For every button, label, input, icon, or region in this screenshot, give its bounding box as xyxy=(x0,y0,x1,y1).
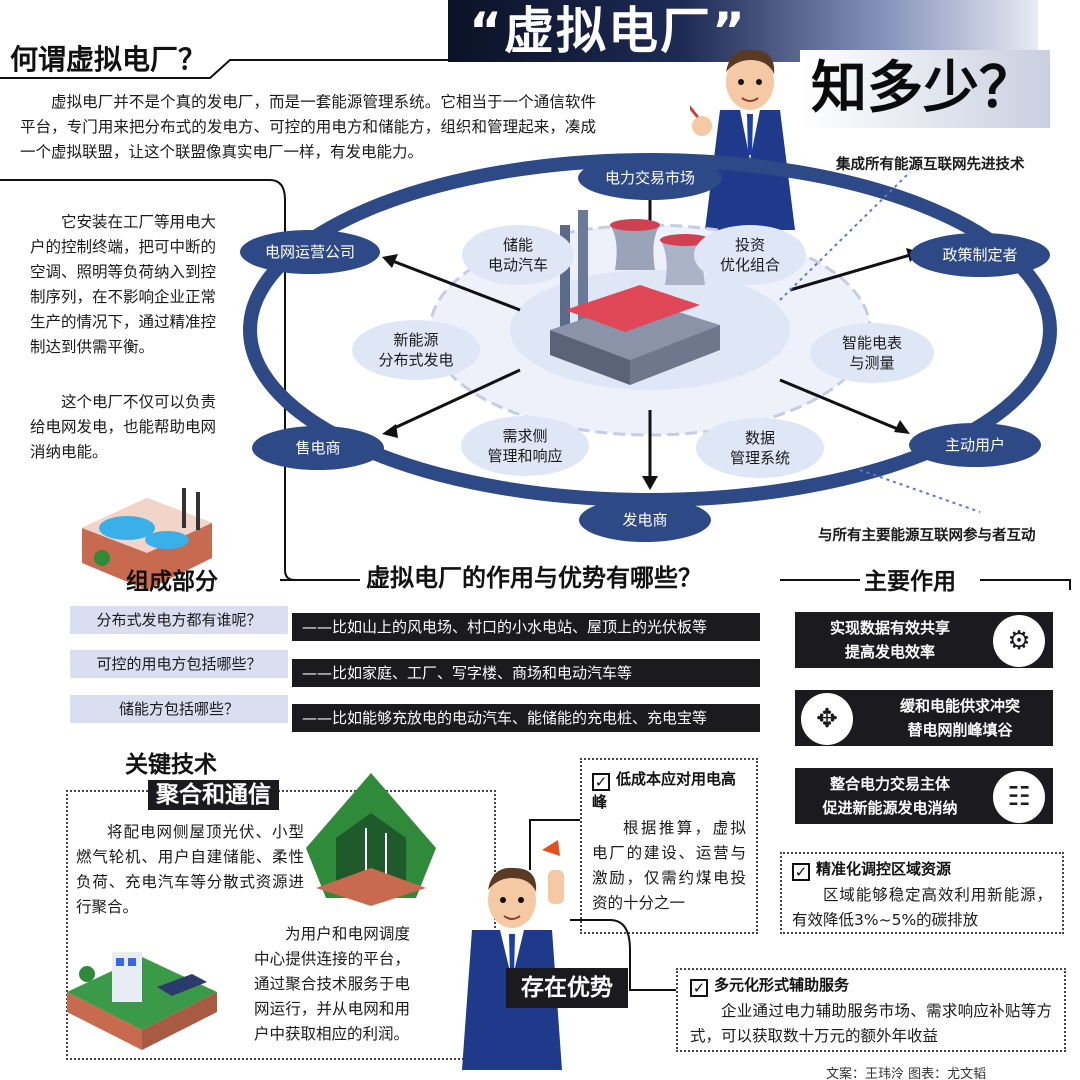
svg-text:售电商: 售电商 xyxy=(295,439,340,457)
tie xyxy=(747,114,753,155)
ecosystem-diagram: 电力交易市场 电网运营公司 政策制定者 售电商 主动用户 发电商 储能 电动汽车… xyxy=(240,153,1057,542)
advantage-precise-control: ✓精准化调控区域资源 区域能够稳定高效利用新能源，有效降低3%~5%的碳排放 xyxy=(780,852,1064,934)
connector-lines xyxy=(0,179,296,581)
note-interaction: 与所有主要能源互联网参与者互动 xyxy=(818,528,1036,544)
face xyxy=(726,54,774,110)
node-active-user: 主动用户 xyxy=(909,423,1041,467)
node-electricity-retailer: 售电商 xyxy=(252,426,384,470)
note-arrow-bottom xyxy=(859,469,981,513)
advantages-heading: 存在优势 xyxy=(506,968,628,1008)
tech-subheading: 聚合和通信 xyxy=(148,780,279,810)
tech-heading: 关键技术 xyxy=(125,752,217,778)
section2-underline xyxy=(280,579,1071,590)
city-solar-illustration xyxy=(67,952,217,1050)
definition-text: 虚拟电厂并不是个真的发电厂，而是一套能源管理系统。它相当于一个通信软件平台，专门… xyxy=(20,93,596,161)
components-heading: 组成部分 xyxy=(126,569,218,595)
node-grid-operator: 电网运营公司 xyxy=(240,230,380,274)
puzzle-icon: ✥ xyxy=(801,693,853,745)
hydro-solar-illustration xyxy=(82,488,212,590)
hair xyxy=(726,49,775,74)
svg-text:智能电表: 智能电表 xyxy=(842,334,902,352)
component-question-generation: 分布式发电方都有谁呢？ xyxy=(70,606,288,634)
meeting-icon: ☷ xyxy=(993,771,1045,823)
page-title: “虚拟电厂” xyxy=(469,2,747,60)
component-question-storage: 储能方包括哪些？ xyxy=(70,695,288,723)
node-investment-optimization: 投资 优化组合 xyxy=(694,225,806,285)
function-peak-shaving: ✥ 缓和电能供求冲突 替电网削峰填谷 xyxy=(795,690,1053,746)
svg-text:数据: 数据 xyxy=(745,429,775,447)
functions-heading: 主要作用 xyxy=(864,569,956,595)
component-answer-generation: ——比如山上的风电场、村口的小水电站、屋顶上的光伏板等 xyxy=(292,613,760,641)
svg-text:管理和响应: 管理和响应 xyxy=(487,447,562,465)
gear-icon: ⚙ xyxy=(993,615,1045,667)
svg-text:政策制定者: 政策制定者 xyxy=(942,246,1017,264)
node-power-generator: 发电商 xyxy=(579,498,711,542)
component-answer-consumption: ——比如家庭、工厂、写字楼、商场和电动汽车等 xyxy=(292,659,760,687)
svg-text:管理系统: 管理系统 xyxy=(730,449,790,467)
svg-text:主动用户: 主动用户 xyxy=(945,436,1005,454)
node-distributed-generation: 新能源 分布式发电 xyxy=(352,320,480,380)
credit-line: 文案：王玮泠 图表：尤文韬 xyxy=(826,1067,987,1080)
node-data-management: 数据 管理系统 xyxy=(696,418,824,478)
communication-text: 为用户和电网调度中心提供连接的平台，通过聚合技术服务于电网运行，并从电网和用户中… xyxy=(254,925,410,1043)
hand xyxy=(692,116,712,136)
tech-box xyxy=(66,790,496,1060)
page-subtitle: 知多少？ xyxy=(811,56,1035,121)
node-storage-ev: 储能 电动汽车 xyxy=(462,225,574,285)
advantage-connectors xyxy=(529,819,676,991)
heading-underline xyxy=(0,59,450,79)
checkbox-icon: ✓ xyxy=(690,979,708,997)
node-smart-meter: 智能电表 与测量 xyxy=(810,323,934,383)
control-terminal-text: 它安装在工厂等用电大户的控制终端，把可中断的空调、照明等负荷纳入到控制序列，在不… xyxy=(30,213,217,356)
svg-text:电力交易市场: 电力交易市场 xyxy=(605,169,695,187)
function-trading-integration: 整合电力交易主体 促进新能源发电消纳 ☷ xyxy=(795,768,1053,824)
node-demand-response: 需求侧 管理和响应 xyxy=(461,416,589,476)
pointer-stick xyxy=(690,105,702,121)
wind-forest-illustration xyxy=(306,773,436,906)
grid-support-text: 这个电厂不仅可以负责给电网发电，也能帮助电网消纳电能。 xyxy=(30,393,217,461)
svg-text:电动汽车: 电动汽车 xyxy=(488,256,548,274)
note-integration: 集成所有能源互联网先进技术 xyxy=(836,157,1025,173)
power-plant-illustration xyxy=(550,210,720,385)
function-data-sharing: 实现数据有效共享 提高发电效率 ⚙ xyxy=(795,612,1053,668)
checkbox-icon: ✓ xyxy=(592,773,610,791)
svg-text:投资: 投资 xyxy=(735,236,765,254)
svg-text:需求侧: 需求侧 xyxy=(502,427,547,445)
section-heading-roles: 虚拟电厂的作用与优势有哪些？ xyxy=(366,564,702,592)
svg-text:新能源: 新能源 xyxy=(393,331,438,349)
advantage-low-cost: ✓低成本应对用电高峰 根据推算，虚拟电厂的建设、运营与激励，仅需约煤电投资的十分… xyxy=(580,758,758,934)
component-question-consumption: 可控的用电方包括哪些？ xyxy=(70,650,288,678)
aggregation-text: 将配电网侧屋顶光伏、小型燃气轮机、用户自建储能、柔性负荷、充电汽车等分散式资源进… xyxy=(76,823,304,916)
note-arrow-top xyxy=(779,171,911,301)
component-answer-storage: ——比如能够充放电的电动汽车、能储能的充电桩、充电宝等 xyxy=(292,704,760,732)
advantage-ancillary-services: ✓多元化形式辅助服务 企业通过电力辅助服务市场、需求响应补贴等方式，可以获取数十… xyxy=(676,968,1066,1052)
node-policy-maker: 政策制定者 xyxy=(910,233,1050,277)
svg-text:储能: 储能 xyxy=(503,236,533,254)
svg-text:分布式发电: 分布式发电 xyxy=(378,351,453,369)
svg-text:优化组合: 优化组合 xyxy=(720,256,780,274)
svg-text:与测量: 与测量 xyxy=(849,354,894,372)
svg-text:电网运营公司: 电网运营公司 xyxy=(265,243,355,261)
checkbox-icon: ✓ xyxy=(792,863,810,881)
section-heading-what: 何谓虚拟电厂？ xyxy=(10,43,207,76)
node-power-trading-market: 电力交易市场 xyxy=(578,156,722,200)
svg-text:发电商: 发电商 xyxy=(622,511,667,529)
title-sub-background xyxy=(800,50,1050,128)
